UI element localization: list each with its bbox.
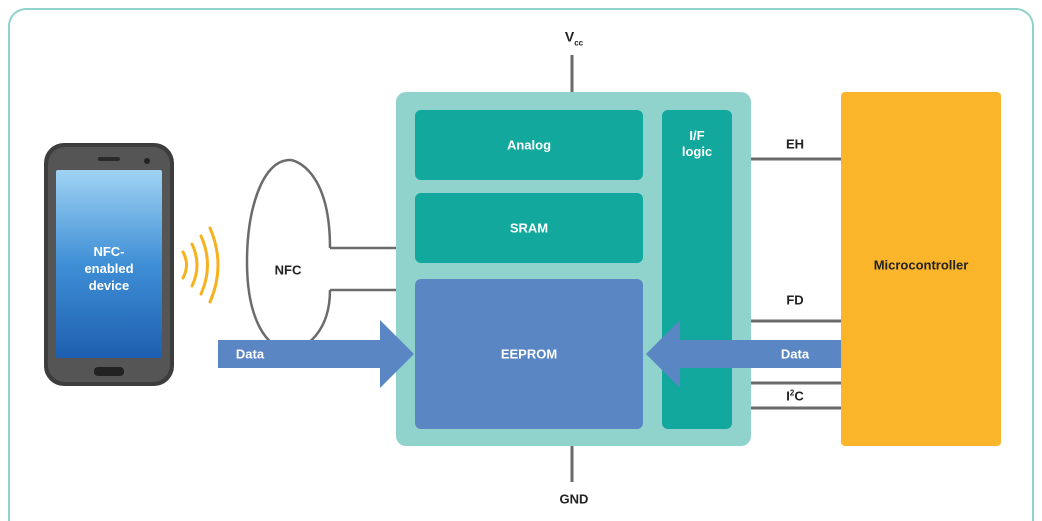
i2c-label: I2C: [786, 388, 804, 404]
sram-label: SRAM: [509, 220, 549, 236]
data-arrow-right: [646, 320, 841, 388]
fd-label: FD: [786, 292, 804, 308]
nfc-waves-icon: [181, 226, 220, 304]
data-left-label: Data: [235, 346, 265, 362]
nfc-antenna-icon: [245, 158, 398, 352]
microcontroller-label: Microcontroller: [873, 257, 969, 273]
diagram-frame: [8, 8, 1034, 521]
phone-screen-label: NFC- enabled device: [84, 244, 134, 293]
sram-block: [415, 193, 643, 263]
eeprom-label: EEPROM: [500, 346, 558, 362]
data-arrow-left: [218, 320, 414, 388]
gnd-label: GND: [559, 491, 589, 507]
eeprom-block: [415, 279, 643, 429]
nfc-label: NFC: [274, 262, 302, 278]
eh-label: EH: [785, 136, 805, 152]
microcontroller-block: [841, 92, 1001, 446]
smartphone-icon: [44, 143, 174, 386]
analog-label: Analog: [506, 137, 552, 153]
if-logic-label: I/F logic: [681, 128, 713, 159]
analog-block: [415, 110, 643, 180]
vcc-label: Vcc: [564, 28, 584, 48]
data-right-label: Data: [780, 346, 810, 362]
